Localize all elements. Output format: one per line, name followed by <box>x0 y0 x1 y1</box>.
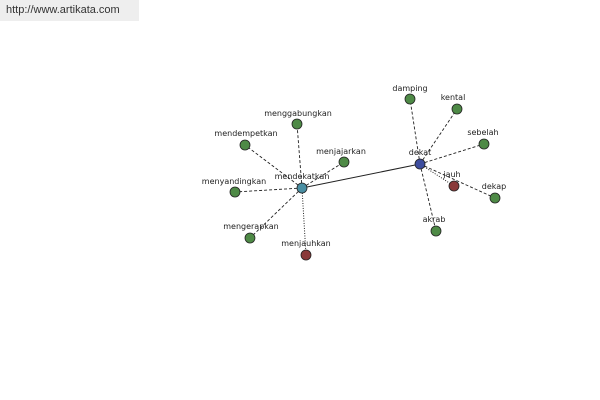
source-url-text: http://www.artikata.com <box>6 4 120 16</box>
node-label-mendekatkan[interactable]: mendekatkan <box>275 172 330 181</box>
node-label-menjauhkan[interactable]: menjauhkan <box>281 239 331 248</box>
edge-mendekatkan-menjauhkan <box>301 187 307 256</box>
node-dot-menjauhkan[interactable] <box>300 249 312 261</box>
nodes-layer: mendekatkan dekat menggabungkan mendempetka… <box>202 84 506 261</box>
node-dekap[interactable]: dekap <box>482 182 506 204</box>
node-label-menggabungkan[interactable]: menggabungkan <box>264 109 332 118</box>
node-label-menjajarkan[interactable]: menjajarkan <box>316 147 366 156</box>
node-menjauhkan[interactable]: menjauhkan <box>281 239 331 261</box>
node-dot-dekat[interactable] <box>414 158 426 170</box>
node-menggabungkan[interactable]: menggabungkan <box>264 109 332 130</box>
node-sebelah[interactable]: sebelah <box>467 128 499 150</box>
node-label-mendempetkan[interactable]: mendempetkan <box>214 129 277 138</box>
node-dot-mengerapkan[interactable] <box>244 232 256 244</box>
node-dot-damping[interactable] <box>404 93 416 105</box>
source-url-banner: http://www.artikata.com <box>0 0 139 21</box>
node-mendekatkan[interactable]: mendekatkan <box>275 172 330 194</box>
node-dot-menggabungkan[interactable] <box>291 118 303 130</box>
edge-mendekatkan-mengerapkan <box>249 187 303 239</box>
edge-dekat-kental <box>419 108 458 165</box>
edge-dekat-akrab <box>419 163 437 232</box>
node-dot-mendempetkan[interactable] <box>239 139 251 151</box>
node-dot-menjajarkan[interactable] <box>338 156 350 168</box>
edge-dekat-damping <box>409 98 421 165</box>
node-dot-akrab[interactable] <box>430 225 442 237</box>
node-dot-jauh[interactable] <box>448 180 460 192</box>
edge-dekat-jauh <box>419 163 455 187</box>
node-label-jauh[interactable]: jauh <box>442 170 460 179</box>
node-label-damping[interactable]: damping <box>392 84 427 93</box>
node-mengerapkan[interactable]: mengerapkan <box>223 222 279 244</box>
edge-mendekatkan-menjajarkan <box>301 161 345 189</box>
node-dot-dekap[interactable] <box>489 192 501 204</box>
node-dot-menyandingkan[interactable] <box>229 186 241 198</box>
node-label-sebelah[interactable]: sebelah <box>467 128 498 137</box>
node-label-mengerapkan[interactable]: mengerapkan <box>223 222 279 231</box>
edge-dekat-sebelah <box>419 143 485 165</box>
node-dot-kental[interactable] <box>451 103 463 115</box>
node-damping[interactable]: damping <box>392 84 428 105</box>
node-label-akrab[interactable]: akrab <box>423 215 446 224</box>
node-dot-sebelah[interactable] <box>478 138 490 150</box>
node-label-kental[interactable]: kental <box>441 93 466 102</box>
edge-mendekatkan-menggabungkan <box>296 123 303 189</box>
node-dekat[interactable]: dekat <box>409 148 432 170</box>
node-label-menyandingkan[interactable]: menyandingkan <box>202 177 266 186</box>
node-dot-mendekatkan[interactable] <box>296 182 308 194</box>
node-menjajarkan[interactable]: menjajarkan <box>316 147 366 168</box>
node-kental[interactable]: kental <box>441 93 466 115</box>
edges-layer <box>234 98 496 256</box>
node-label-dekap[interactable]: dekap <box>482 182 506 191</box>
node-jauh[interactable]: jauh <box>442 170 461 192</box>
node-label-dekat[interactable]: dekat <box>409 148 432 157</box>
edge-mendekatkan-menyandingkan <box>234 187 303 193</box>
edge-mendekatkan-dekat <box>301 163 421 189</box>
edge-dekat-dekap <box>419 163 496 199</box>
edge-mendekatkan-mendempetkan <box>244 144 303 189</box>
node-akrab[interactable]: akrab <box>423 215 446 237</box>
node-mendempetkan[interactable]: mendempetkan <box>214 129 278 151</box>
node-menyandingkan[interactable]: menyandingkan <box>202 177 266 198</box>
